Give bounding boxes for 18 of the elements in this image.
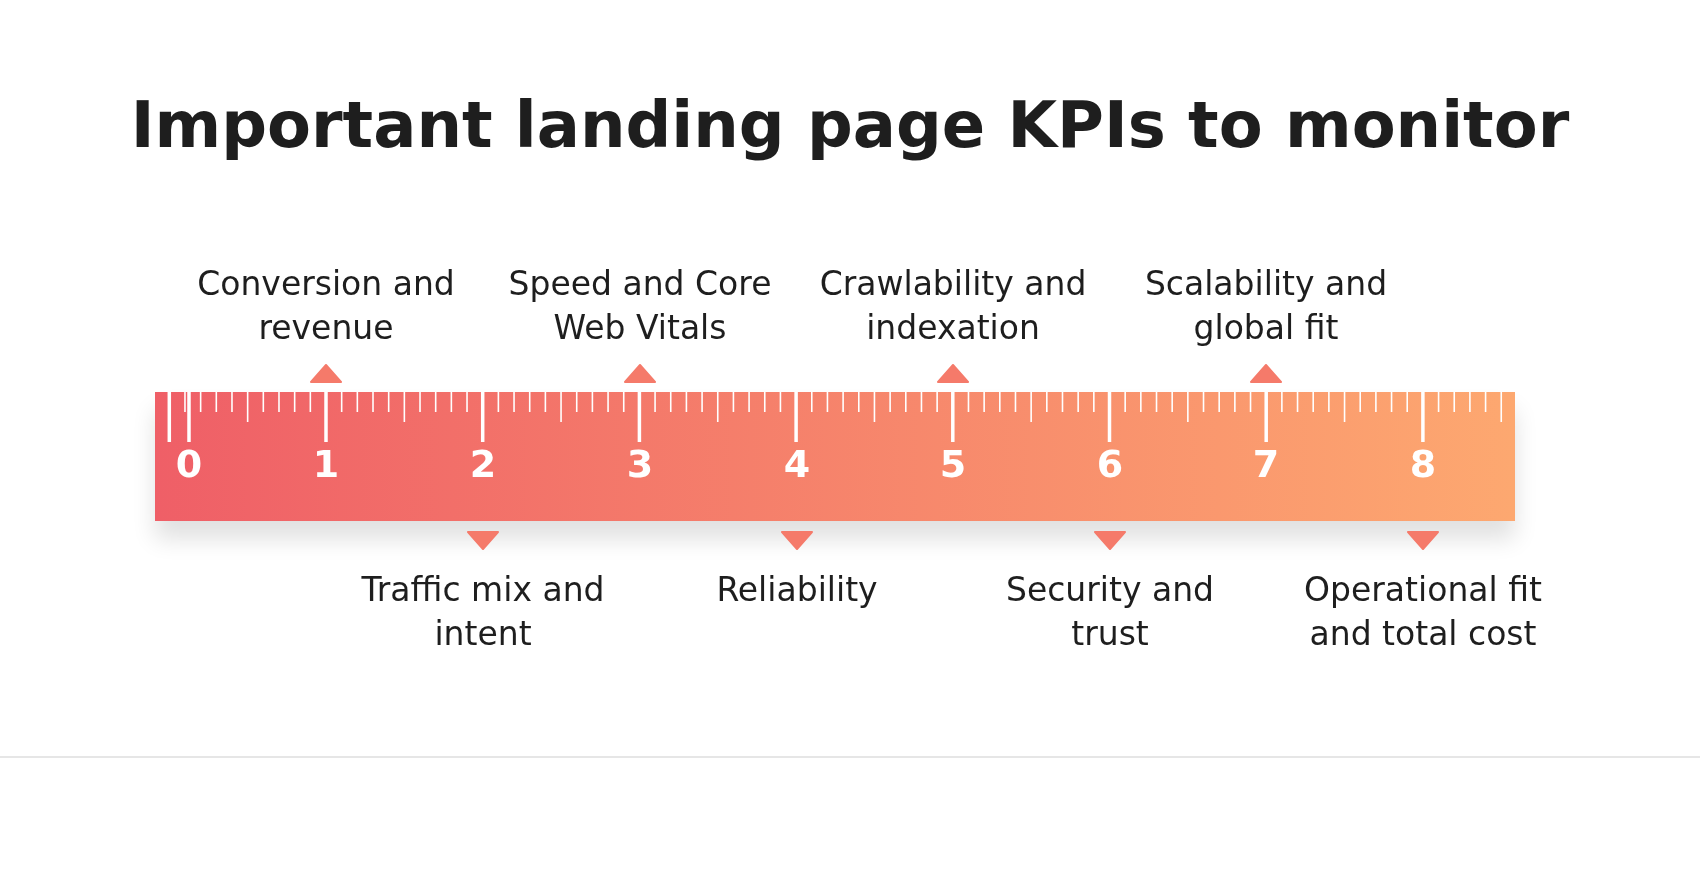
scale-number: 5 <box>938 442 968 486</box>
scale-number: 3 <box>625 442 655 486</box>
scale-number: 8 <box>1408 442 1438 486</box>
scale-number: 6 <box>1095 442 1125 486</box>
kpi-label: Traffic mix and intent <box>360 569 606 655</box>
scale-number: 7 <box>1251 442 1281 486</box>
scale-number: 0 <box>174 442 204 486</box>
kpi-label: Security and trust <box>1004 569 1216 655</box>
scale-number: 1 <box>311 442 341 486</box>
kpi-label: Scalability and global fit <box>1143 263 1389 349</box>
kpi-label: Reliability <box>715 569 879 611</box>
title: Important landing page KPIs to monitor <box>129 88 1571 162</box>
scale-number: 2 <box>468 442 498 486</box>
scale-number: 4 <box>782 442 812 486</box>
kpi-label: Crawlability and indexation <box>818 263 1088 349</box>
kpi-label: Operational fit and total cost <box>1303 569 1543 655</box>
kpi-label: Speed and Core Web Vitals <box>507 263 773 349</box>
kpi-label: Conversion and revenue <box>196 263 456 349</box>
